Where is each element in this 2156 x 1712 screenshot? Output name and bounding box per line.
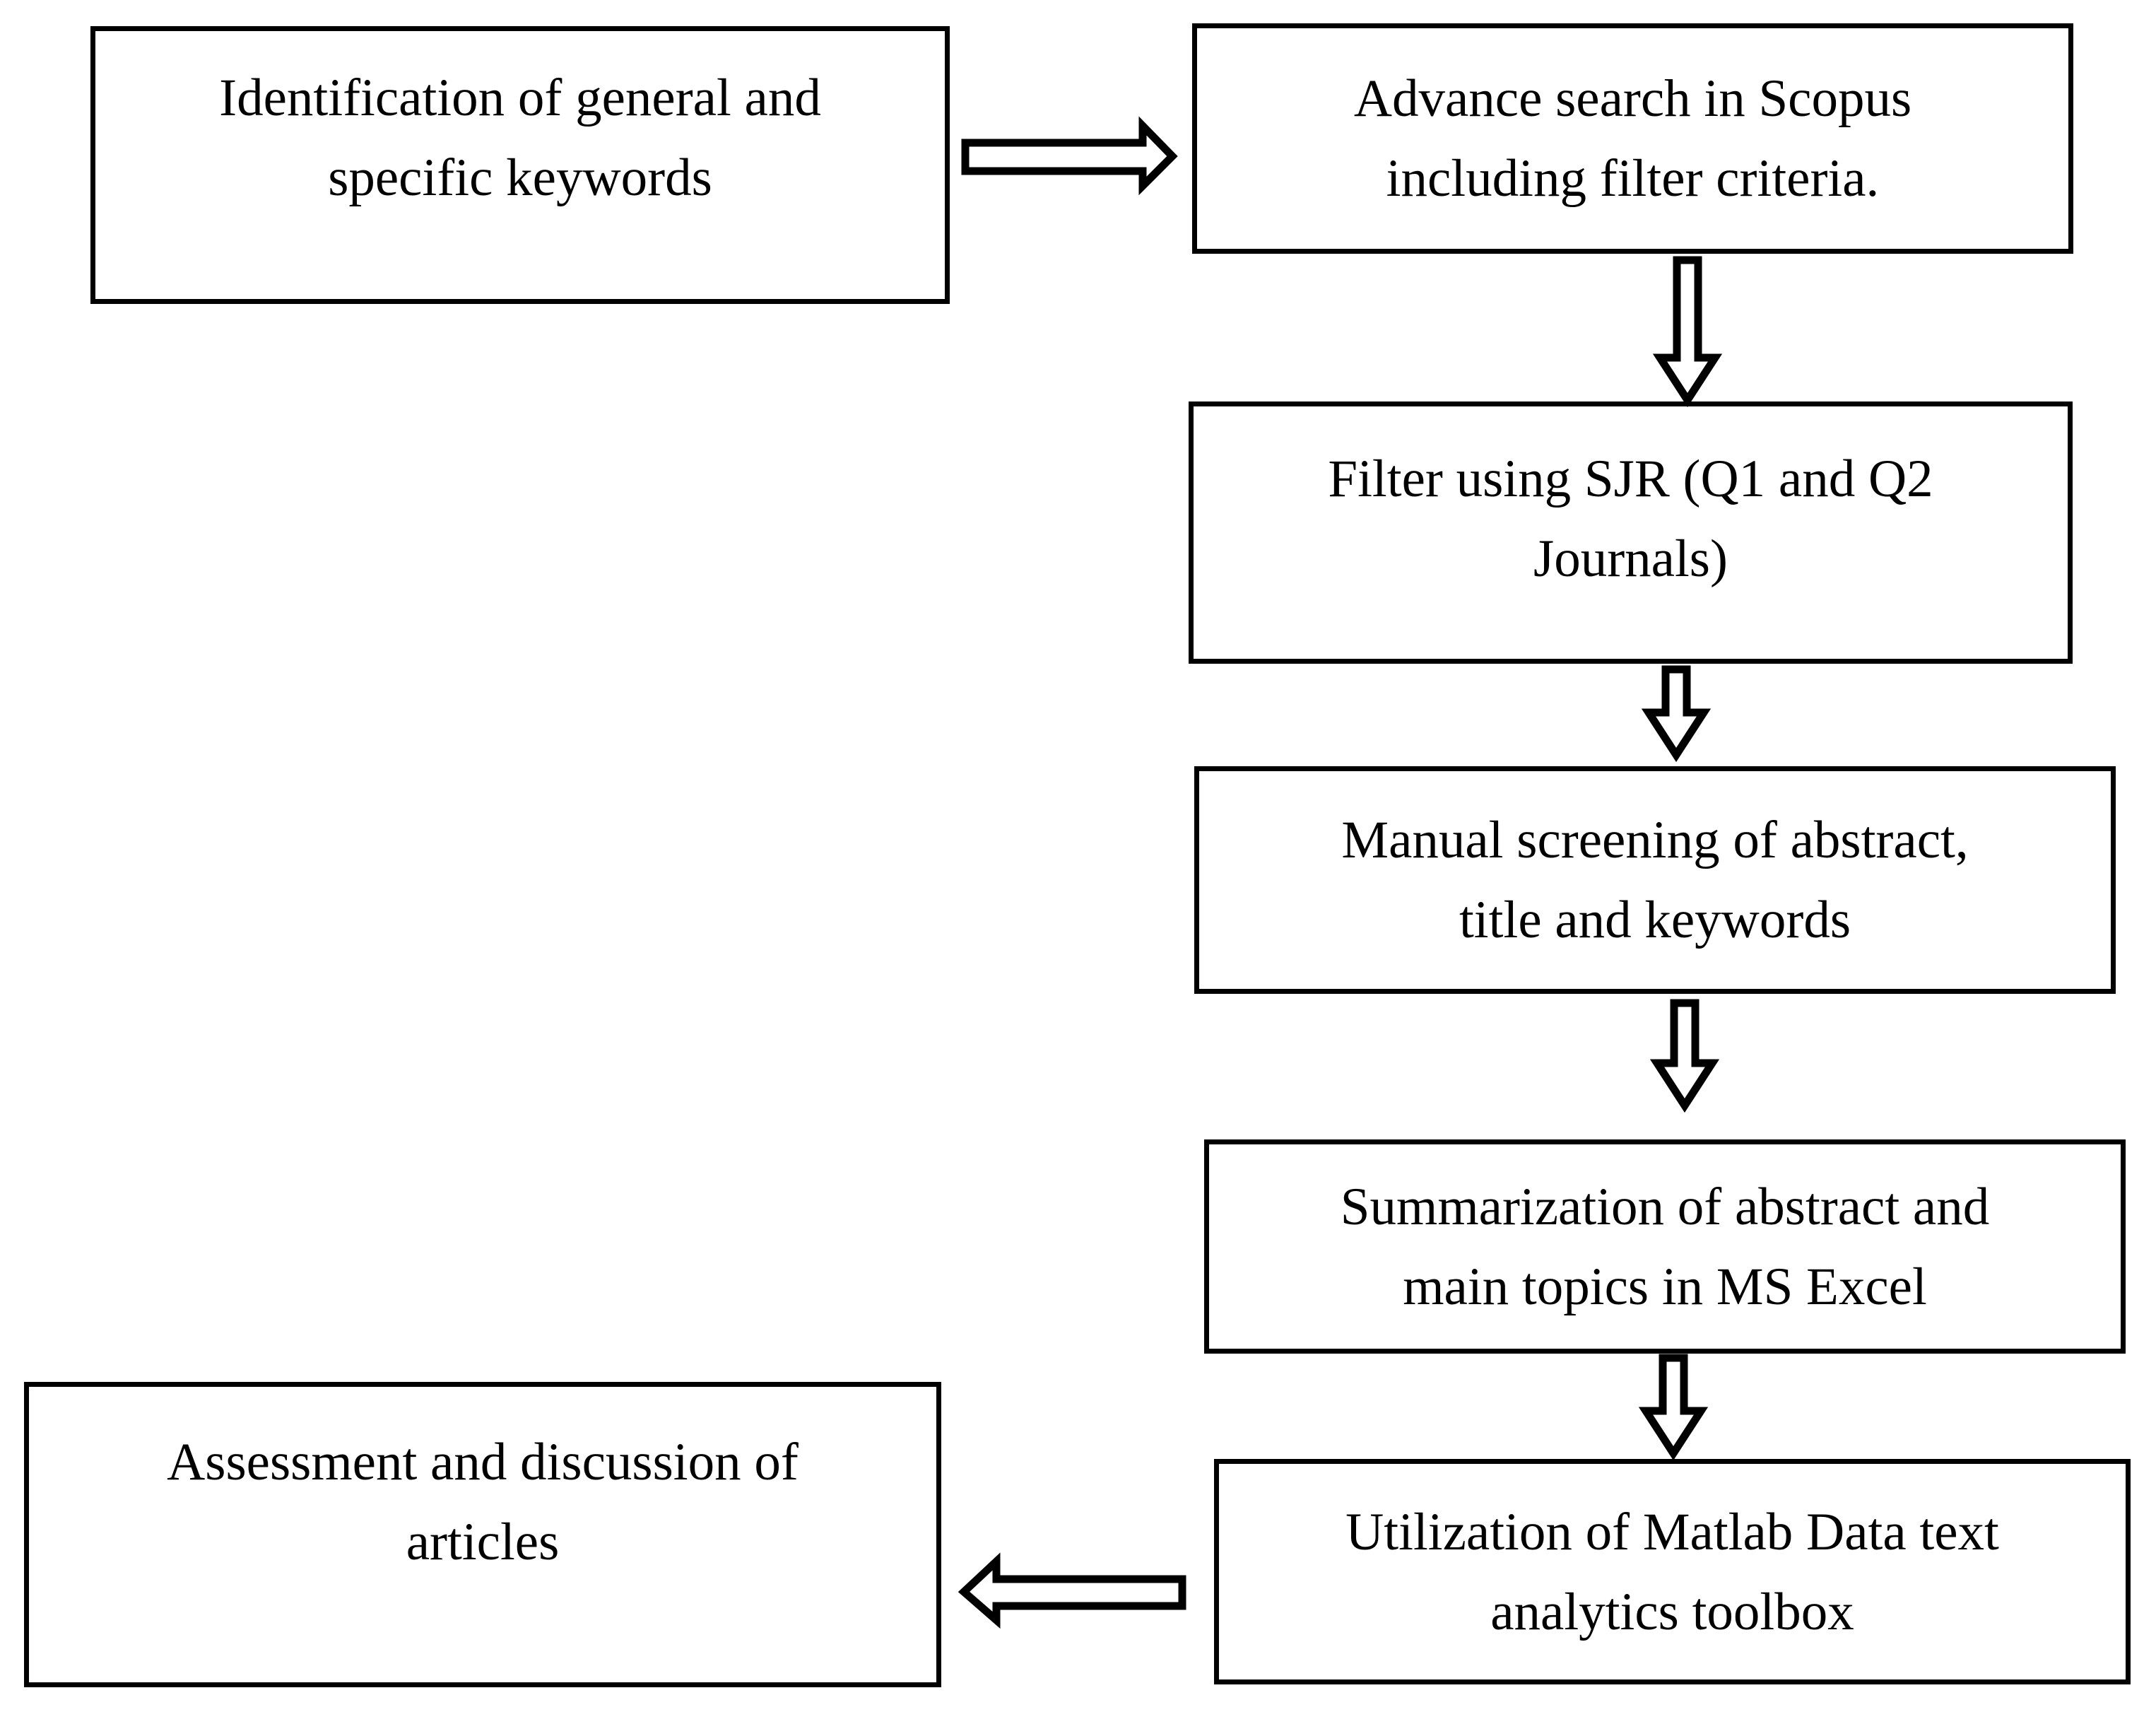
box-text-line: articles bbox=[406, 1513, 560, 1571]
box-text-line: Summarization of abstract and bbox=[1340, 1177, 1990, 1236]
box-text-line: Manual screening of abstract, bbox=[1341, 811, 1969, 869]
flow-box-assessment-discussion: Assessment and discussion of articles bbox=[24, 1382, 941, 1687]
arrow-down-icon bbox=[1649, 999, 1720, 1113]
box-text-line: title and keywords bbox=[1459, 891, 1851, 949]
arrow-right-icon bbox=[961, 116, 1178, 196]
box-text-line: analytics toolbox bbox=[1490, 1582, 1854, 1641]
box-text-line: Filter using SJR (Q1 and Q2 bbox=[1328, 449, 1933, 508]
box-text-line: main topics in MS Excel bbox=[1403, 1257, 1927, 1316]
arrow-down-icon bbox=[1641, 665, 1712, 763]
box-text-line: Identification of general and bbox=[219, 68, 821, 127]
box-text-line: including filter criteria. bbox=[1386, 149, 1880, 208]
box-text-line: specific keywords bbox=[328, 148, 712, 207]
box-text-line: Assessment and discussion of bbox=[167, 1433, 799, 1491]
box-text-line: Advance search in Scopus bbox=[1353, 69, 1912, 128]
flow-box-manual-screening: Manual screening of abstract, title and … bbox=[1194, 766, 2116, 994]
flow-box-matlab-toolbox: Utilization of Matlab Data text analytic… bbox=[1214, 1459, 2131, 1684]
flow-box-advance-search-scopus: Advance search in Scopus including filte… bbox=[1192, 23, 2073, 254]
arrow-left-icon bbox=[958, 1552, 1186, 1629]
flow-box-summarization-excel: Summarization of abstract and main topic… bbox=[1204, 1139, 2126, 1354]
arrow-down-icon bbox=[1652, 256, 1723, 408]
box-text-line: Journals) bbox=[1533, 529, 1728, 588]
box-text-line: Utilization of Matlab Data text bbox=[1345, 1502, 1999, 1561]
flow-box-identification-keywords: Identification of general and specific k… bbox=[90, 26, 950, 304]
arrow-down-icon bbox=[1638, 1354, 1709, 1461]
flow-box-filter-sjr: Filter using SJR (Q1 and Q2 Journals) bbox=[1189, 401, 2073, 664]
